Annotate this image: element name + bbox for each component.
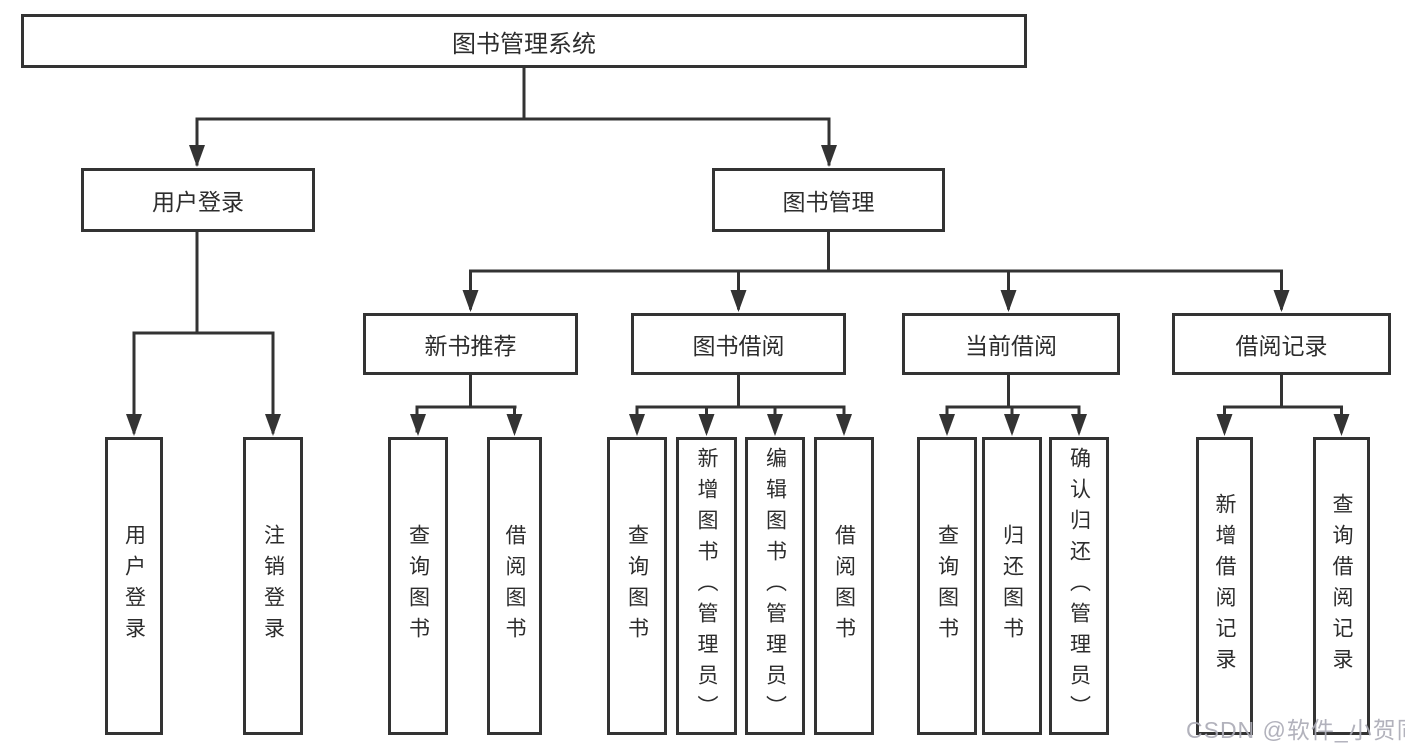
arrow-icon <box>1071 414 1087 436</box>
leaf-query-borrow-record: 查询借阅记录 <box>1313 437 1370 735</box>
leaf-logout: 注销登录 <box>243 437 303 735</box>
node-label: 用户登录 <box>122 524 146 648</box>
node-label: 查询图书 <box>406 524 430 648</box>
node-label: 借阅图书 <box>503 524 526 648</box>
leaf-add-book-admin: 新增图书（管理员） <box>676 437 737 735</box>
node-label: 编辑图书（管理员） <box>763 446 787 726</box>
node-label: 注销登录 <box>261 524 285 648</box>
connector-book-management-children <box>469 230 1283 310</box>
arrow-icon <box>821 145 837 167</box>
leaf-query-books-current: 查询图书 <box>917 437 977 735</box>
arrow-icon <box>836 414 852 436</box>
leaf-query-books-recommend: 查询图书 <box>388 437 448 735</box>
arrow-icon <box>1273 290 1290 312</box>
leaf-return-book: 归还图书 <box>982 437 1042 735</box>
node-library-system: 图书管理系统 <box>21 14 1027 68</box>
node-label: 新增借阅记录 <box>1213 493 1236 679</box>
node-label: 新书推荐 <box>424 333 517 359</box>
arrow-icon <box>462 290 479 312</box>
node-book-borrow: 图书借阅 <box>631 313 846 375</box>
leaf-borrow-books: 借阅图书 <box>814 437 874 735</box>
node-user-login: 用户登录 <box>81 168 315 232</box>
arrow-icon <box>126 414 142 436</box>
arrowheads <box>126 145 1350 436</box>
arrow-icon <box>506 414 523 436</box>
arrow-icon <box>1004 414 1020 436</box>
arrow-icon <box>629 414 645 436</box>
connector-root-to-level1 <box>195 66 831 166</box>
node-book-management: 图书管理 <box>712 168 945 232</box>
connector-borrow-record-children <box>1223 373 1343 433</box>
arrow-icon <box>730 290 747 312</box>
leaf-add-borrow-record: 新增借阅记录 <box>1196 437 1253 735</box>
node-label: 借阅图书 <box>832 524 856 648</box>
node-label: 查询图书 <box>935 524 959 648</box>
node-label: 查询借阅记录 <box>1330 493 1353 679</box>
node-label: 图书借阅 <box>692 333 785 359</box>
arrow-icon <box>767 414 783 436</box>
arrow-icon <box>1333 414 1350 436</box>
arrow-icon <box>265 414 281 436</box>
csdn-watermark: CSDN @软件_小贺同学 <box>1186 717 1405 743</box>
arrow-icon <box>698 414 715 436</box>
node-label: 图书管理系统 <box>452 30 596 58</box>
node-new-book-recommend: 新书推荐 <box>363 313 578 375</box>
arrow-icon <box>1000 290 1017 312</box>
leaf-query-books-borrow: 查询图书 <box>607 437 667 735</box>
node-label: 用户登录 <box>152 189 244 215</box>
arrow-icon <box>189 145 205 167</box>
connector-user-login-children <box>132 230 275 434</box>
node-current-borrow: 当前借阅 <box>902 313 1120 375</box>
leaf-confirm-return-admin: 确认归还（管理员） <box>1049 437 1109 735</box>
node-label: 归还图书 <box>1000 524 1024 648</box>
node-label: 确认归还（管理员） <box>1067 446 1091 726</box>
node-label: 借阅记录 <box>1235 333 1328 359</box>
arrow-icon <box>410 414 426 436</box>
node-label: 当前借阅 <box>965 333 1057 359</box>
node-label: 新增图书（管理员） <box>695 446 718 726</box>
arrow-icon <box>939 414 955 436</box>
leaf-user-login: 用户登录 <box>105 437 163 735</box>
arrow-icon <box>1216 414 1233 436</box>
node-label: 图书管理 <box>782 189 875 215</box>
connector-new-book-children <box>415 373 517 433</box>
leaf-borrow-books-recommend: 借阅图书 <box>487 437 542 735</box>
connector-book-borrow-children <box>635 373 846 433</box>
node-borrow-records: 借阅记录 <box>1172 313 1391 375</box>
leaf-edit-book-admin: 编辑图书（管理员） <box>745 437 805 735</box>
node-label: 查询图书 <box>625 524 649 648</box>
